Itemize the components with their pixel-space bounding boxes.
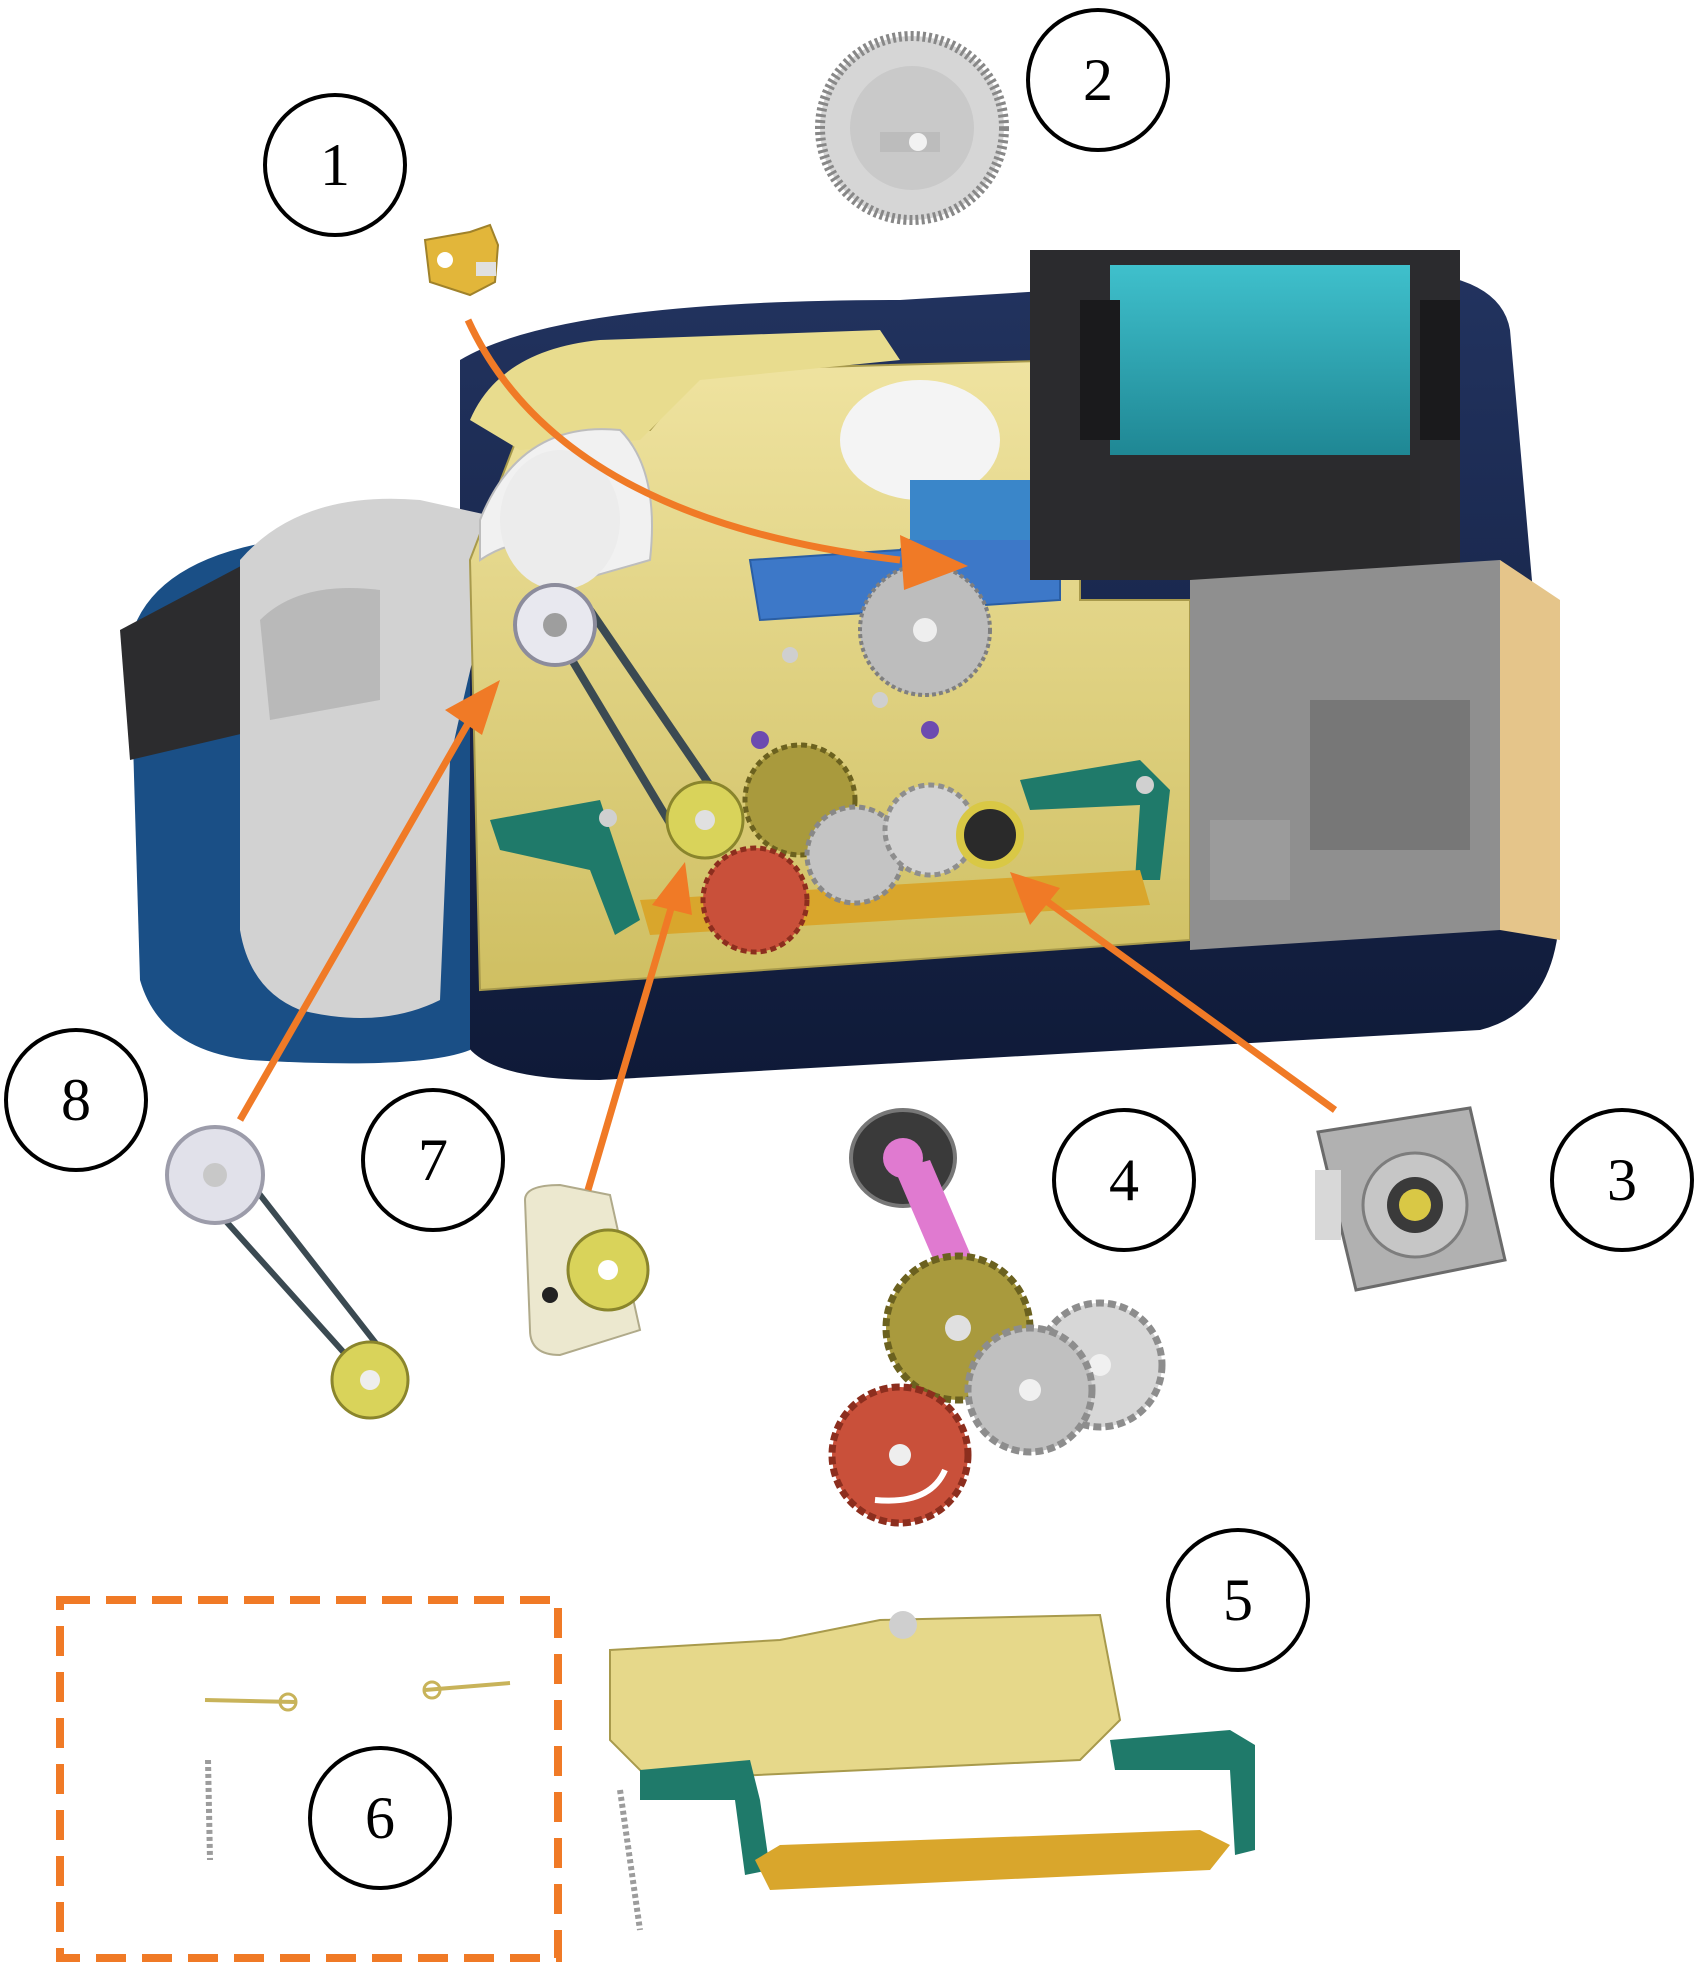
ribbon-cartridge <box>1030 250 1460 580</box>
callout-2: 2 <box>1026 8 1170 152</box>
printer-mechanism <box>120 250 1560 1080</box>
right-lever <box>1020 760 1170 880</box>
arrow-8 <box>236 718 474 1122</box>
spring-kit <box>56 1596 562 1962</box>
stepper-motor <box>1315 1106 1507 1292</box>
arrow-7 <box>584 904 676 1191</box>
belt-pulley <box>165 1125 410 1420</box>
arrowhead-1 <box>900 535 968 590</box>
arrowhead-3 <box>1010 872 1060 925</box>
callout-5: 5 <box>1166 1528 1310 1672</box>
motor-pinion <box>956 801 1024 869</box>
svg-text:8: 8 <box>61 1067 91 1133</box>
arrow-3 <box>1042 897 1338 1113</box>
callout-1: 1 <box>263 93 407 237</box>
svg-text:4: 4 <box>1109 1147 1139 1213</box>
callout-4: 4 <box>1052 1108 1196 1252</box>
cam-part <box>423 223 500 297</box>
svg-text:7: 7 <box>418 1127 448 1193</box>
leader-arrows <box>236 318 1338 1191</box>
arrow-1 <box>464 318 901 564</box>
svg-text:6: 6 <box>365 1785 395 1851</box>
callout-6: 6 <box>308 1746 452 1890</box>
svg-text:1: 1 <box>320 132 350 198</box>
svg-text:2: 2 <box>1083 47 1113 113</box>
dc-motor <box>523 1183 650 1357</box>
lever-assembly <box>609 1611 1255 1931</box>
svg-text:5: 5 <box>1223 1567 1253 1633</box>
gear-train <box>828 1108 1166 1527</box>
svg-text:3: 3 <box>1607 1147 1637 1213</box>
encoder-disc <box>815 31 1009 225</box>
callout-8: 8 <box>4 1028 148 1172</box>
red-gear <box>700 845 810 955</box>
callout-3: 3 <box>1550 1108 1694 1252</box>
callout-7: 7 <box>361 1088 505 1232</box>
arrowhead-8 <box>445 680 500 735</box>
left-lever <box>490 800 640 935</box>
arrowhead-7 <box>652 862 692 915</box>
